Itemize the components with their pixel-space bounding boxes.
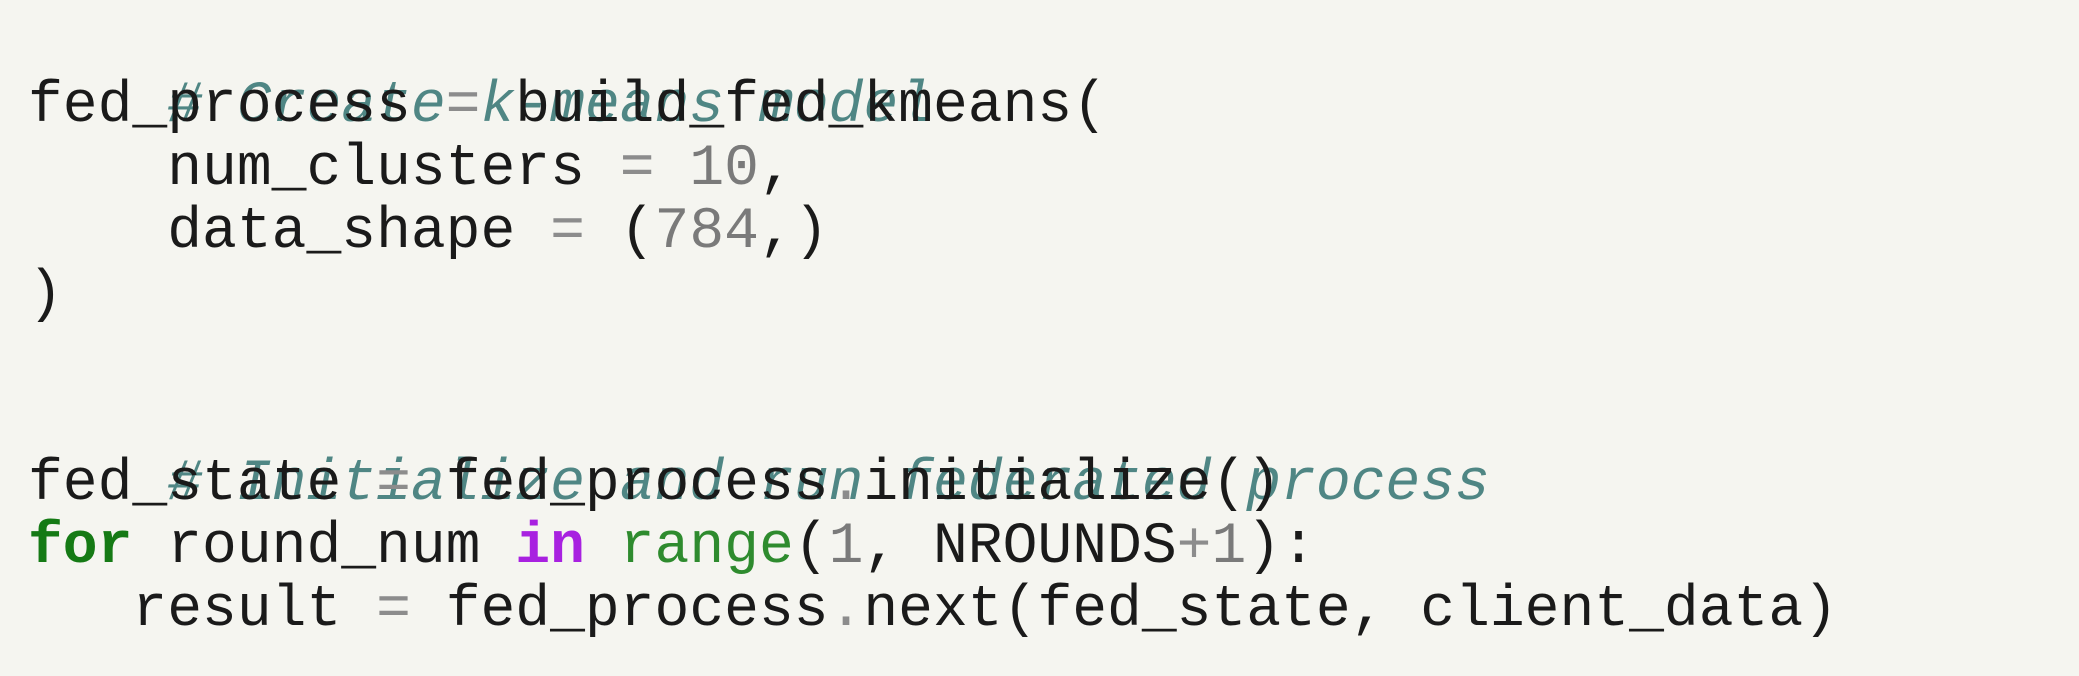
code-token: ,): [758, 200, 829, 265]
code-line-2: fed_process = build_fed_kmeans(: [28, 75, 2079, 138]
code-keyword-in: in: [515, 515, 585, 580]
code-line-8: fed_state = fed_process.initialize(): [28, 453, 2079, 516]
code-operator: =: [584, 137, 690, 202]
code-token: build_fed_kmeans(: [515, 74, 1107, 139]
code-keyword-for: for: [28, 515, 133, 580]
code-line-5: ): [28, 264, 2079, 327]
code-line-10: result = fed_process.next(fed_state, cli…: [28, 579, 2079, 642]
code-token: ): [28, 263, 63, 328]
code-token: num_clusters: [167, 137, 585, 202]
code-line-4: data_shape = (784,): [28, 201, 2079, 264]
code-indent: [28, 200, 167, 265]
code-builtin: range: [619, 515, 794, 580]
code-token: data_shape: [167, 200, 516, 265]
code-token: initialize(): [863, 452, 1282, 517]
code-line-6: [28, 327, 2079, 390]
code-token: (: [793, 515, 829, 580]
code-line-1: # Create k-means model: [28, 12, 2079, 138]
code-indent: [28, 137, 167, 202]
code-operator: =: [341, 578, 446, 643]
code-token: fed_state: [28, 452, 342, 517]
code-token: [585, 515, 620, 580]
code-operator: +: [1176, 515, 1212, 580]
code-token: (: [619, 200, 655, 265]
code-token: ,: [758, 137, 794, 202]
code-token: result: [132, 578, 342, 643]
code-token: fed_process: [445, 578, 829, 643]
code-line-9: for round_num in range(1, NROUNDS+1):: [28, 516, 2079, 579]
code-number: 784: [654, 200, 759, 265]
code-line-3: num_clusters = 10,: [28, 138, 2079, 201]
code-operator: =: [341, 452, 446, 517]
code-operator: .: [828, 452, 864, 517]
code-token: , NROUNDS: [863, 515, 1177, 580]
code-line-7: # Initialize and run federated process: [28, 390, 2079, 516]
code-token: next(fed_state, client_data): [863, 578, 1838, 643]
code-operator: =: [515, 200, 620, 265]
code-number: 10: [689, 137, 759, 202]
code-operator: .: [828, 578, 864, 643]
code-operator: =: [410, 74, 516, 139]
code-number: 1: [1211, 515, 1247, 580]
code-indent: [28, 578, 132, 643]
code-comment: # Create k-means model: [167, 74, 933, 139]
code-token: ):: [1246, 515, 1316, 580]
code-comment: # Initialize and run federated process: [167, 452, 1490, 517]
code-token: round_num: [132, 515, 516, 580]
code-token: fed_process: [28, 74, 411, 139]
code-number: 1: [828, 515, 864, 580]
code-token: fed_process: [445, 452, 829, 517]
